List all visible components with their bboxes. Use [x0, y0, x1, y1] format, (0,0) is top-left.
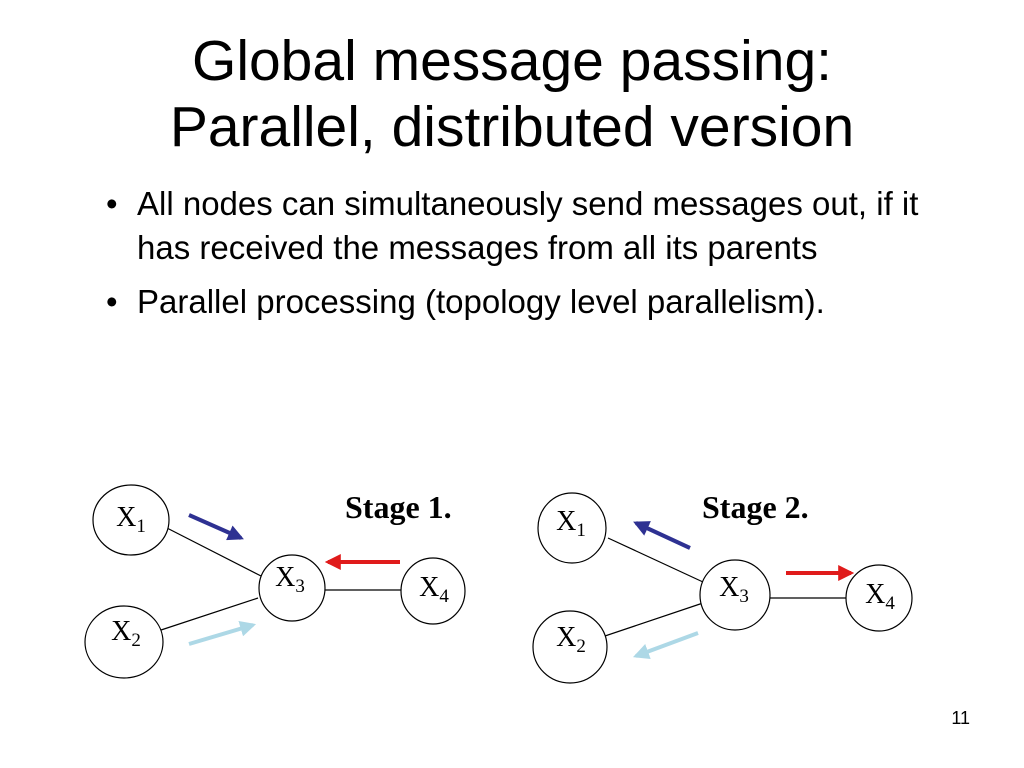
node-x1: X1: [92, 484, 170, 556]
node-label: X4: [865, 579, 895, 614]
node-label: X1: [116, 502, 146, 537]
page-number: 11: [951, 708, 970, 728]
node-circle: [400, 557, 466, 625]
bullet-list: • All nodes can simultaneously send mess…: [102, 182, 962, 334]
arrow-x3-to-x1: [633, 521, 691, 550]
bullet-item: • Parallel processing (topology level pa…: [102, 280, 962, 324]
bullet-item: • All nodes can simultaneously send mess…: [102, 182, 962, 270]
node-label: X4: [419, 572, 449, 607]
edge-x2-x3: [157, 597, 259, 632]
arrow-x3-to-x2: [632, 631, 699, 660]
bullet-text: Parallel processing (topology level para…: [137, 283, 825, 320]
stage-2-diagram: Stage 2. X1 X2 X3 X4: [532, 489, 913, 684]
node-circle: [699, 559, 771, 631]
node-label: X2: [556, 622, 586, 657]
edge-x1-x3: [164, 526, 264, 578]
node-label: X1: [556, 506, 586, 541]
node-circle: [84, 605, 164, 679]
bullet-dot-icon: •: [106, 283, 118, 320]
stage-1-label: Stage 1.: [345, 489, 452, 525]
node-circle: [258, 554, 326, 622]
node-x4: X4: [845, 564, 913, 632]
slide-title-line-1: Global message passing:: [191, 29, 833, 93]
arrow-x2-to-x3: [188, 620, 257, 646]
node-x2: X2: [532, 610, 608, 684]
stage-2-label: Stage 2.: [702, 489, 809, 525]
stage-1-diagram: Stage 1. X1 X2 X3 X4: [84, 484, 466, 679]
bullet-text: All nodes can simultaneously send messag…: [137, 185, 919, 266]
slide-title: Global message passing: Parallel, distri…: [0, 28, 1024, 160]
arrow-x1-to-x3: [188, 513, 244, 541]
node-label: X3: [719, 572, 749, 607]
node-circle: [532, 610, 608, 684]
node-label: X2: [111, 616, 141, 651]
edge-x2-x3: [604, 602, 704, 637]
node-x3: X3: [258, 554, 326, 622]
node-x2: X2: [84, 605, 164, 679]
node-x4: X4: [400, 557, 466, 625]
node-label: X3: [275, 562, 305, 597]
bullet-dot-icon: •: [106, 185, 118, 222]
message-passing-diagram: Stage 1. X1 X2 X3 X4: [84, 484, 913, 684]
node-x1: X1: [537, 492, 607, 564]
node-circle: [537, 492, 607, 564]
node-circle: [845, 564, 913, 632]
node-circle: [92, 484, 170, 556]
node-x3: X3: [699, 559, 771, 631]
edge-x1-x3: [607, 537, 704, 583]
slide-title-line-2: Parallel, distributed version: [169, 95, 855, 159]
